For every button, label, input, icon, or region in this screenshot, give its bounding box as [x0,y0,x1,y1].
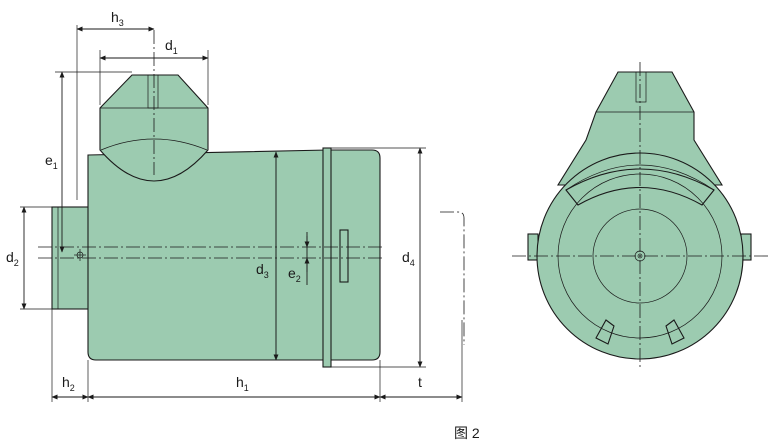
label-e1: e1 [45,152,58,171]
side-slot [339,229,349,283]
service-clearance [440,211,465,345]
label-d3: d3 [256,261,269,280]
label-h2: h2 [62,374,75,393]
label-h1: h1 [236,374,249,393]
end-cap [322,147,332,368]
label-e2: e2 [288,265,301,284]
label-d2: d2 [6,249,19,268]
figure-caption: 图 2 [454,425,480,441]
label-d4: d4 [402,249,415,268]
main-housing [87,149,381,361]
label-d1: d1 [165,37,178,56]
label-t: t [418,374,422,390]
side-view: h3 d1 e1 d2 d3 e2 d4 h2 h1 t [6,9,465,402]
label-h3: h3 [111,9,124,28]
front-view [512,62,768,370]
